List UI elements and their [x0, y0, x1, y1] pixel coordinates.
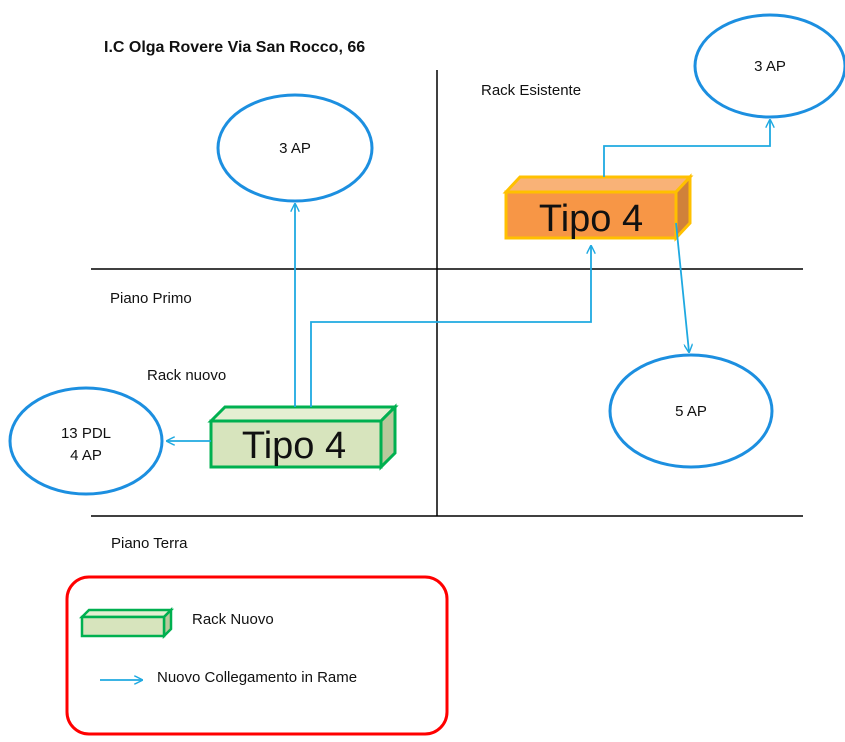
pdl-left-line2: 4 AP: [70, 447, 102, 464]
rack-top-face: [207, 405, 399, 423]
floor-first-label: Piano Primo: [110, 290, 192, 307]
legend-rack-icon: [80, 615, 166, 638]
link-rack-new-to-rack-existing: [310, 246, 591, 407]
legend-link-label: Nuovo Collegamento in Rame: [157, 669, 357, 686]
rack-existing-label: Rack Esistente: [481, 82, 581, 99]
ellipse-shape: [216, 93, 374, 203]
pdl-left-node: 13 PDL 4 AP: [8, 386, 164, 496]
ap-top-right-text: 3 AP: [754, 58, 786, 75]
rack-new-label: Rack nuovo: [147, 367, 226, 384]
floor-ground-label: Piano Terra: [111, 535, 188, 552]
legend-border: [65, 575, 449, 736]
ellipse-shape: [8, 386, 164, 496]
rack-new: Tipo 4: [207, 403, 399, 471]
rack-front-face: [209, 419, 383, 469]
rack-front-face: [504, 190, 678, 240]
diagram-title: I.C Olga Rovere Via San Rocco, 66: [104, 39, 365, 56]
legend-rack-label: Rack Nuovo: [192, 611, 274, 628]
ap-top-left-text: 3 AP: [279, 140, 311, 157]
link-rack-existing-to-ap-right: [675, 222, 689, 352]
ap-top-right-node: 3 AP: [693, 13, 845, 119]
ellipse-shape: [693, 13, 845, 119]
ap-right-text: 5 AP: [675, 403, 707, 420]
rack-top-face: [502, 175, 694, 194]
pdl-left-line1: 13 PDL: [61, 425, 111, 442]
rack-existing-label-text: Tipo 4: [539, 198, 643, 240]
ellipse-shape: [608, 353, 774, 469]
ap-top-left-node: 3 AP: [216, 93, 374, 203]
ap-right-node: 5 AP: [608, 353, 774, 469]
rack-new-label-text: Tipo 4: [242, 425, 346, 467]
rack-existing: Tipo 4: [502, 173, 694, 242]
legend: Rack Nuovo Nuovo Collegamento in Rame: [65, 575, 449, 736]
link-rack-existing-to-ap-top-right: [603, 120, 770, 177]
